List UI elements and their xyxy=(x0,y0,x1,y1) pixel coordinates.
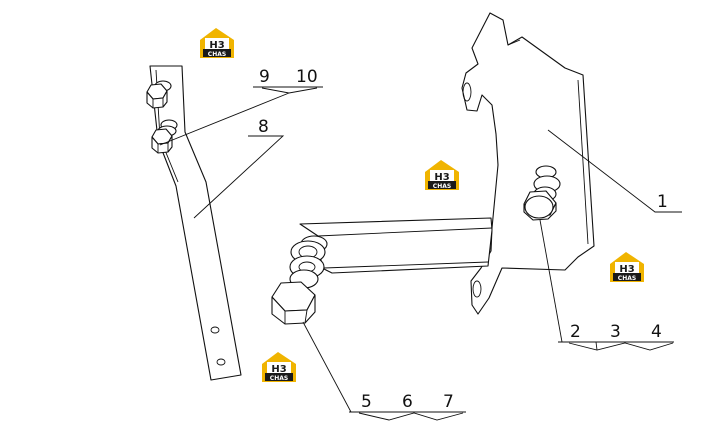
bolt-upper xyxy=(146,80,172,109)
bolt-lower xyxy=(151,119,178,154)
connecting-arm-part xyxy=(299,217,493,274)
callout-label: 3 xyxy=(610,322,621,342)
watermark-logo: H3 CHAS xyxy=(610,252,644,282)
callout-label: 4 xyxy=(651,322,662,342)
svg-text:CHAS: CHAS xyxy=(270,375,288,382)
callout-label: 5 xyxy=(361,392,372,412)
callout-label: 7 xyxy=(443,392,454,412)
callout-label: 1 xyxy=(657,192,668,212)
strap-link-part xyxy=(149,65,242,381)
svg-text:CHAS: CHAS xyxy=(433,183,451,190)
callout-label: 6 xyxy=(402,392,413,412)
bracket-plate-part xyxy=(461,12,595,315)
svg-text:H3: H3 xyxy=(209,40,224,51)
svg-text:H3: H3 xyxy=(434,172,449,183)
watermark-logo: H3 CHAS xyxy=(425,160,459,190)
leader-lines xyxy=(159,86,682,421)
svg-text:H3: H3 xyxy=(271,364,286,375)
svg-text:CHAS: CHAS xyxy=(208,51,226,58)
callout-label: 10 xyxy=(296,67,318,87)
svg-text:H3: H3 xyxy=(619,264,634,275)
callout-label: 2 xyxy=(570,322,581,342)
bolt-stack-left xyxy=(271,235,328,325)
svg-text:CHAS: CHAS xyxy=(618,275,636,282)
callout-label: 9 xyxy=(259,67,270,87)
watermark-logo: H3 CHAS xyxy=(200,28,234,58)
callout-label: 8 xyxy=(258,117,269,137)
bolt-stack-right xyxy=(523,165,561,221)
watermark-logo: H3 CHAS xyxy=(262,352,296,382)
